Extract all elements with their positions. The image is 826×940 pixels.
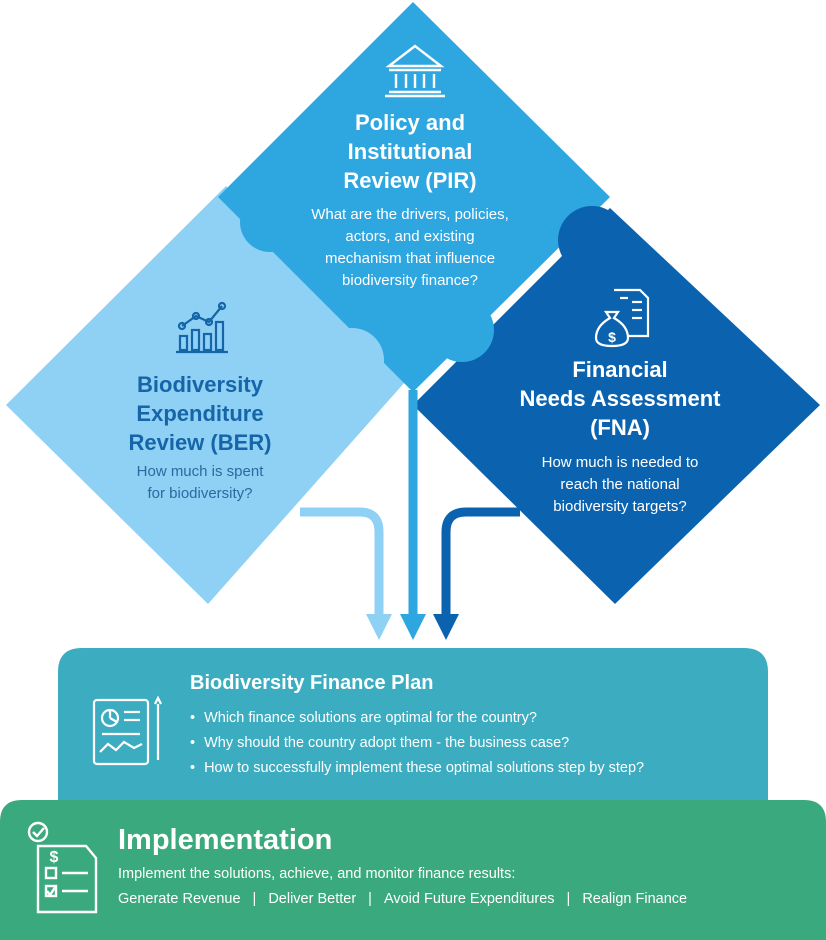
ber-arrow-line — [300, 507, 384, 618]
fna-question-line: reach the national — [560, 476, 680, 493]
ber-question: How much is spent for biodiversity? — [100, 461, 300, 505]
finance-plan-list: Which finance solutions are optimal for … — [190, 706, 644, 781]
action-separator: | — [368, 891, 372, 907]
pir-title-line: Policy and — [354, 110, 466, 135]
puzzle-knob-pir-bottom — [430, 298, 494, 362]
fna-diamond — [413, 208, 820, 604]
checklist-dollar-glyph: $ — [50, 849, 59, 866]
ber-title-line: Review (BER) — [128, 430, 272, 455]
ber-title-line: Expenditure — [136, 401, 264, 426]
fna-arrow-line — [441, 507, 520, 618]
pir-title-line: Review (PIR) — [343, 168, 477, 193]
pir-arrow-head — [400, 614, 426, 640]
fna-question-line: How much is needed to — [541, 454, 699, 471]
puzzle-knob-fna-top — [558, 206, 626, 274]
puzzle-knob-pir-left — [240, 192, 300, 252]
money-bag-dollar-glyph: $ — [608, 329, 616, 345]
pir-question-line: actors, and existing — [345, 228, 475, 245]
money-bag-document-icon — [594, 288, 650, 348]
implementation-action: Generate Revenue — [118, 891, 241, 907]
finance-plan-item: Which finance solutions are optimal for … — [190, 706, 644, 731]
implementation-actions: Generate Revenue | Deliver Better | Avoid Fu… — [118, 891, 687, 907]
fna-arrow-head — [433, 614, 459, 640]
pir-diamond — [218, 2, 610, 392]
checklist-dollar-icon — [27, 821, 98, 914]
bar-chart-trend-icon — [176, 301, 228, 354]
finance-plan-item: How to successfully implement these opti… — [190, 756, 644, 781]
ber-question-line: How much is spent — [136, 463, 264, 480]
pir-question: What are the drivers, policies, actors, … — [290, 204, 530, 292]
action-separator: | — [566, 891, 571, 907]
pir-title-line: Institutional — [347, 139, 473, 164]
implementation-action: Realign Finance — [582, 891, 688, 907]
finance-plan-item: Why should the country adopt them - the … — [190, 731, 644, 756]
action-separator: | — [252, 891, 257, 907]
finance-plan-document-icon — [92, 695, 162, 766]
fna-question-line: biodiversity targets? — [553, 498, 687, 515]
pir-title: Policy and Institutional Review (PIR) — [300, 108, 520, 195]
ber-title: Biodiversity Expenditure Review (BER) — [100, 370, 300, 457]
ber-title-line: Biodiversity — [137, 372, 263, 397]
pir-question-line: mechanism that influence — [324, 250, 496, 267]
fna-title: Financial Needs Assessment (FNA) — [490, 355, 750, 442]
implementation-description: Implement the solutions, achieve, and mo… — [118, 866, 516, 882]
implementation-box — [0, 800, 826, 940]
puzzle-knob-ber-right — [320, 328, 384, 392]
implementation-action: Avoid Future Expenditures — [383, 891, 555, 907]
ber-question-line: for biodiversity? — [147, 485, 253, 502]
implementation-action: Deliver Better — [268, 891, 357, 907]
implementation-title: Implementation — [118, 824, 333, 856]
finance-plan-title: Biodiversity Finance Plan — [190, 672, 434, 694]
ber-arrow-head — [366, 614, 392, 640]
pir-question-line: biodiversity finance? — [342, 272, 478, 289]
pir-question-line: What are the drivers, policies, — [311, 206, 509, 223]
fna-title-line: Needs Assessment — [519, 386, 721, 411]
institution-building-icon — [385, 44, 445, 98]
fna-title-line: (FNA) — [590, 415, 650, 440]
fna-title-line: Financial — [572, 357, 668, 382]
ber-diamond — [6, 186, 413, 604]
fna-question: How much is needed to reach the national… — [500, 452, 740, 518]
